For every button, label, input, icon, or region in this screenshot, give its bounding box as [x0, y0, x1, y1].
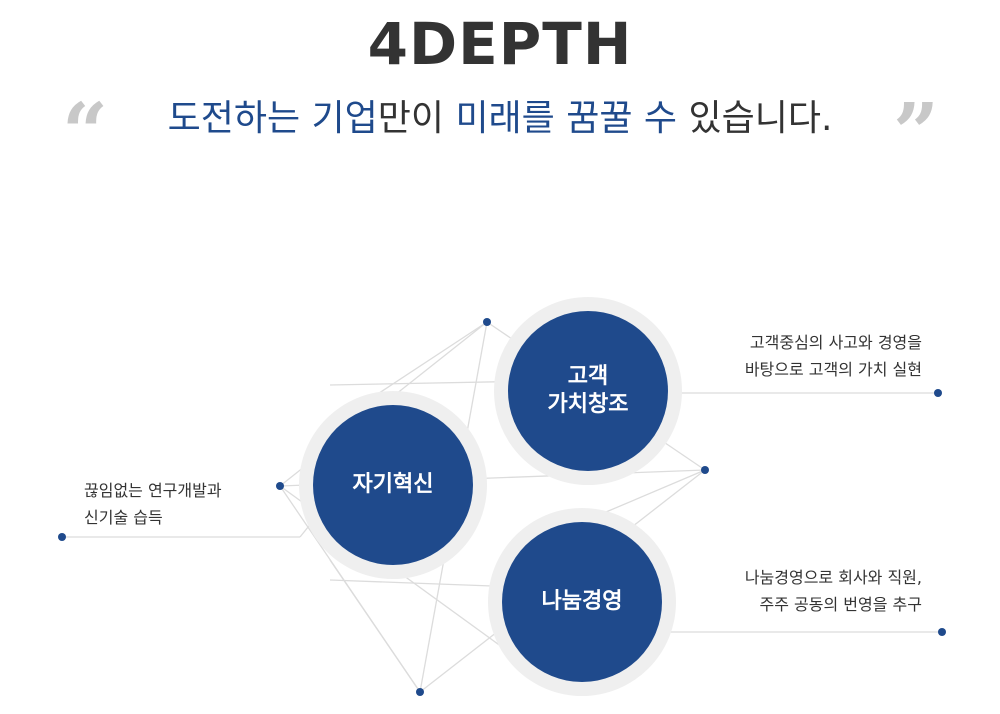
customer-description: 고객중심의 사고와 경영을 바탕으로 고객의 가치 실현 [660, 329, 922, 383]
slogan-part-1: 도전하는 기업 [167, 98, 378, 139]
sharing-label-line-1: 나눔경영 [541, 589, 623, 614]
slogan: 도전하는 기업만이 미래를 꿈꿀 수 있습니다. [150, 96, 850, 142]
sharing-circle-label: 나눔경영 [502, 588, 662, 616]
dot [276, 482, 284, 490]
slogan-part-4: 있습니다. [677, 98, 833, 139]
page-title: 4DEPTH [367, 10, 633, 78]
dot [938, 628, 946, 636]
slogan-part-2: 만이 [377, 98, 456, 139]
connector-dots [58, 318, 946, 696]
dot [416, 688, 424, 696]
sharing-description-line-1: 나눔경영으로 회사와 직원, [744, 568, 922, 587]
customer-description-line-1: 고객중심의 사고와 경영을 [749, 333, 922, 352]
sharing-circle [502, 522, 662, 682]
customer-circle-label: 고객 가치창조 [508, 363, 668, 419]
customer-description-line-2: 바탕으로 고객의 가치 실현 [744, 360, 922, 379]
innovation-description-line-2: 신기술 습득 [84, 508, 163, 527]
innovation-label-line-1: 자기혁신 [352, 472, 434, 497]
innovation-description-line-1: 끊임없는 연구개발과 [84, 481, 222, 500]
customer-label-line-1: 고객 [567, 364, 609, 389]
dot [483, 318, 491, 326]
sharing-description: 나눔경영으로 회사와 직원, 주주 공동의 번영을 추구 [660, 564, 922, 618]
close-quote-icon: ” [893, 85, 940, 179]
sharing-description-line-2: 주주 공동의 번영을 추구 [759, 595, 922, 614]
open-quote-icon: “ [62, 85, 109, 179]
dot [701, 466, 709, 474]
dot [58, 533, 66, 541]
dot [934, 389, 942, 397]
connector-line [329, 559, 421, 693]
innovation-circle [313, 405, 473, 565]
slogan-part-3: 미래를 꿈꿀 수 [455, 98, 678, 139]
customer-label-line-2: 가치창조 [547, 392, 629, 417]
innovation-description: 끊임없는 연구개발과 신기술 습득 [84, 477, 284, 531]
innovation-circle-label: 자기혁신 [313, 471, 473, 499]
customer-circle [508, 311, 668, 471]
